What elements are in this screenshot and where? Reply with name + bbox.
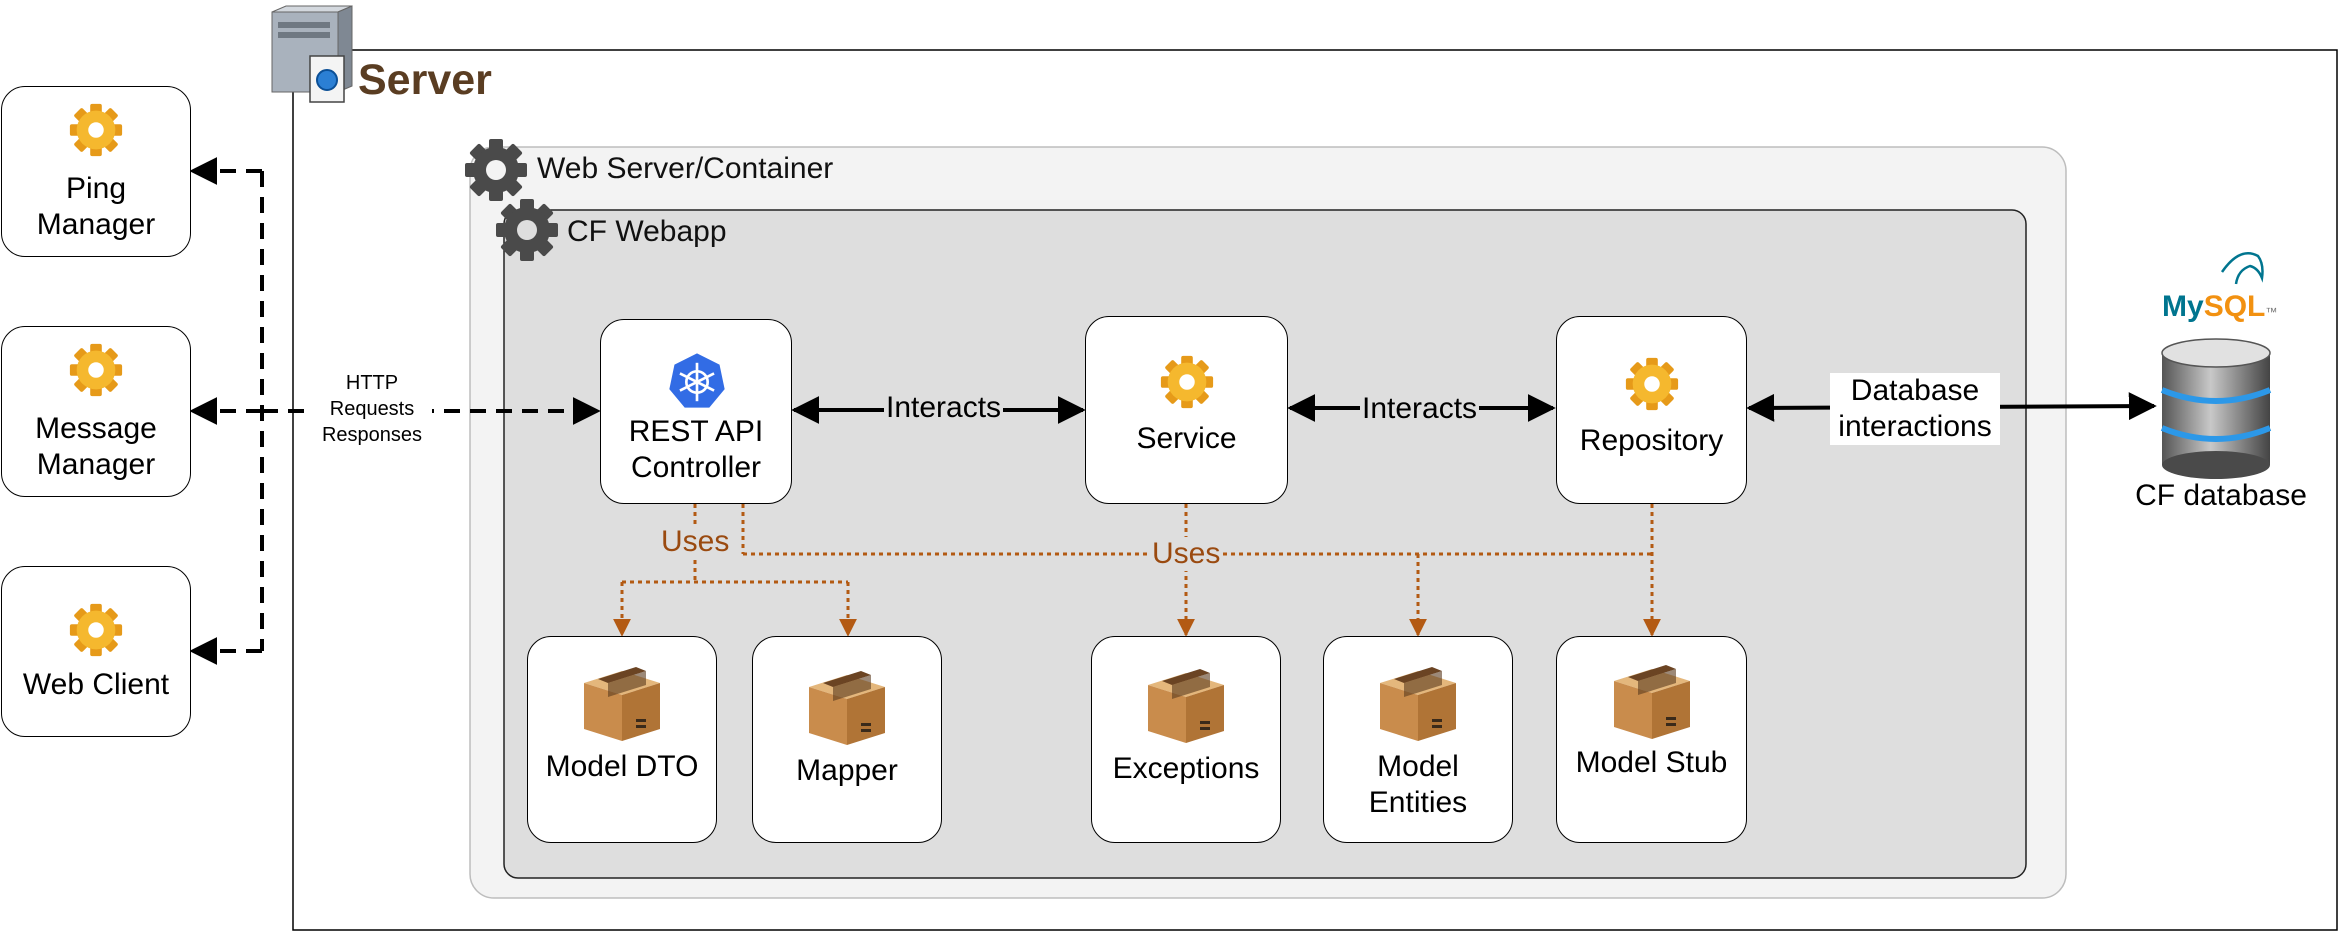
gear-icon xyxy=(69,343,123,397)
uses-label-controller: Uses xyxy=(659,525,732,559)
package-label: Model Stub xyxy=(1575,746,1728,779)
client-label: Ping Manager xyxy=(36,172,156,241)
mysql-dolphin-icon xyxy=(2220,252,2264,285)
client-ping-manager[interactable]: Ping Manager xyxy=(1,86,191,257)
uses-label-shared: Uses xyxy=(1150,537,1223,571)
gear-icon xyxy=(69,603,123,657)
package-mapper[interactable]: Mapper xyxy=(752,636,942,843)
kubernetes-rest-icon xyxy=(667,350,727,410)
package-model-entities[interactable]: Model Entities xyxy=(1323,636,1513,843)
database-icon xyxy=(2160,338,2272,479)
web-container-title: Web Server/Container xyxy=(537,152,834,185)
rest-api-controller[interactable]: REST API Controller xyxy=(600,319,792,504)
database-label: CF database xyxy=(2135,479,2307,512)
package-icon xyxy=(1613,665,1690,739)
client-message-manager[interactable]: Message Manager xyxy=(1,326,191,497)
server-title: Server xyxy=(358,56,492,104)
component-label: Service xyxy=(1136,422,1237,455)
package-icon xyxy=(1148,669,1224,743)
package-icon xyxy=(1380,667,1456,741)
package-label: Model Entities xyxy=(1368,750,1468,819)
package-icon xyxy=(584,667,660,741)
repository-component[interactable]: Repository xyxy=(1556,316,1747,504)
gear-icon xyxy=(1160,355,1213,409)
package-label: Model DTO xyxy=(545,750,699,783)
gear-icon xyxy=(1625,357,1678,411)
database-interactions-label: Database interactions xyxy=(1830,373,2000,445)
http-requests-label: HTTP Requests Responses xyxy=(312,370,432,448)
package-model-dto[interactable]: Model DTO xyxy=(527,636,717,843)
server-computer-icon xyxy=(271,5,353,103)
interacts-label-service-repository: Interacts xyxy=(1360,391,1480,427)
package-model-stub[interactable]: Model Stub xyxy=(1556,636,1747,843)
client-label: Message Manager xyxy=(35,412,157,481)
mysql-logo: MySQL™ xyxy=(2162,290,2277,323)
component-label: Repository xyxy=(1579,424,1724,457)
client-label: Web Client xyxy=(22,668,170,701)
client-web-client[interactable]: Web Client xyxy=(1,566,191,737)
interacts-label-controller-service: Interacts xyxy=(884,390,1004,426)
package-label: Exceptions xyxy=(1112,752,1260,785)
webapp-title: CF Webapp xyxy=(567,215,727,248)
package-label: Mapper xyxy=(796,754,898,787)
gear-icon xyxy=(69,103,123,157)
package-exceptions[interactable]: Exceptions xyxy=(1091,636,1281,843)
webapp-gear-icon xyxy=(496,199,558,261)
service-component[interactable]: Service xyxy=(1085,316,1288,504)
package-icon xyxy=(809,671,885,745)
web-container-gear-icon xyxy=(465,139,527,201)
component-label: REST API Controller xyxy=(628,415,764,484)
